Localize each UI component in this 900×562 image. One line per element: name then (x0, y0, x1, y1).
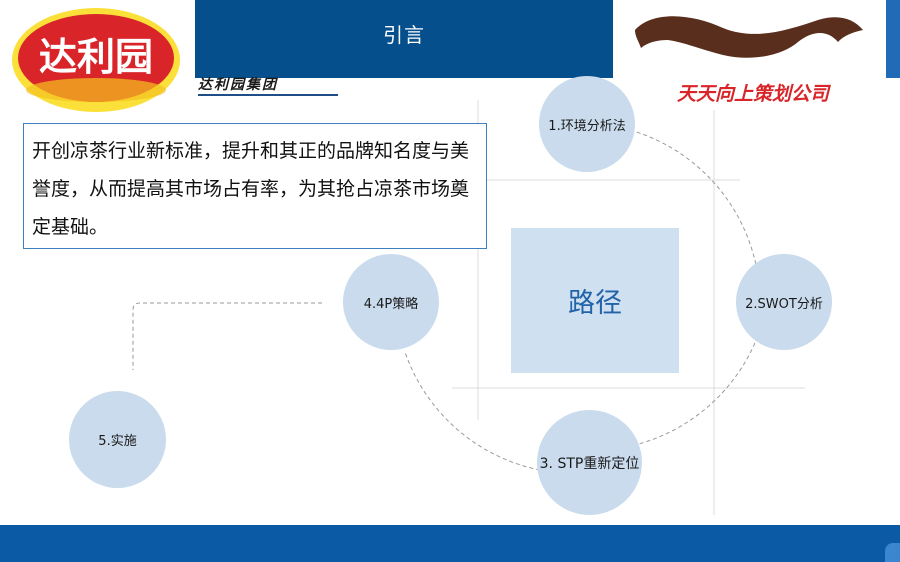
footer-bar (0, 525, 900, 562)
footer-accent (885, 543, 900, 562)
center-label: 路径 (568, 288, 622, 319)
intro-text-box: 开创凉茶行业新标准，提升和其正的品牌知名度与美誉度，从而提高其市场占有率，为其抢… (23, 123, 487, 249)
header-bar: 引言 (195, 0, 613, 78)
page-title: 引言 (383, 22, 425, 47)
brand-logo-right: 天天向上策划公司 (613, 0, 886, 110)
group-name: 达利园集团 (198, 74, 338, 96)
step-label: 4.4P策略 (363, 296, 419, 312)
step-circle-stp[interactable]: 3. STP重新定位 (537, 410, 642, 515)
step-label: 1.环境分析法 (548, 118, 626, 134)
step-circle-swot[interactable]: 2.SWOT分析 (736, 254, 832, 350)
header-accent-strip (886, 0, 900, 78)
step-circle-environment-analysis[interactable]: 1.环境分析法 (539, 76, 635, 172)
center-path-box: 路径 (511, 228, 679, 373)
step-circle-implementation[interactable]: 5.实施 (69, 391, 166, 488)
step-label: 3. STP重新定位 (539, 455, 640, 472)
brand-logo-right-text: 天天向上策划公司 (677, 83, 832, 105)
step-circle-4p[interactable]: 4.4P策略 (343, 254, 439, 350)
step-label: 5.实施 (98, 434, 137, 449)
brand-logo-left-text: 达利园 (39, 35, 153, 79)
brand-logo-left: 达利园 (0, 0, 195, 120)
step-label: 2.SWOT分析 (745, 296, 823, 312)
